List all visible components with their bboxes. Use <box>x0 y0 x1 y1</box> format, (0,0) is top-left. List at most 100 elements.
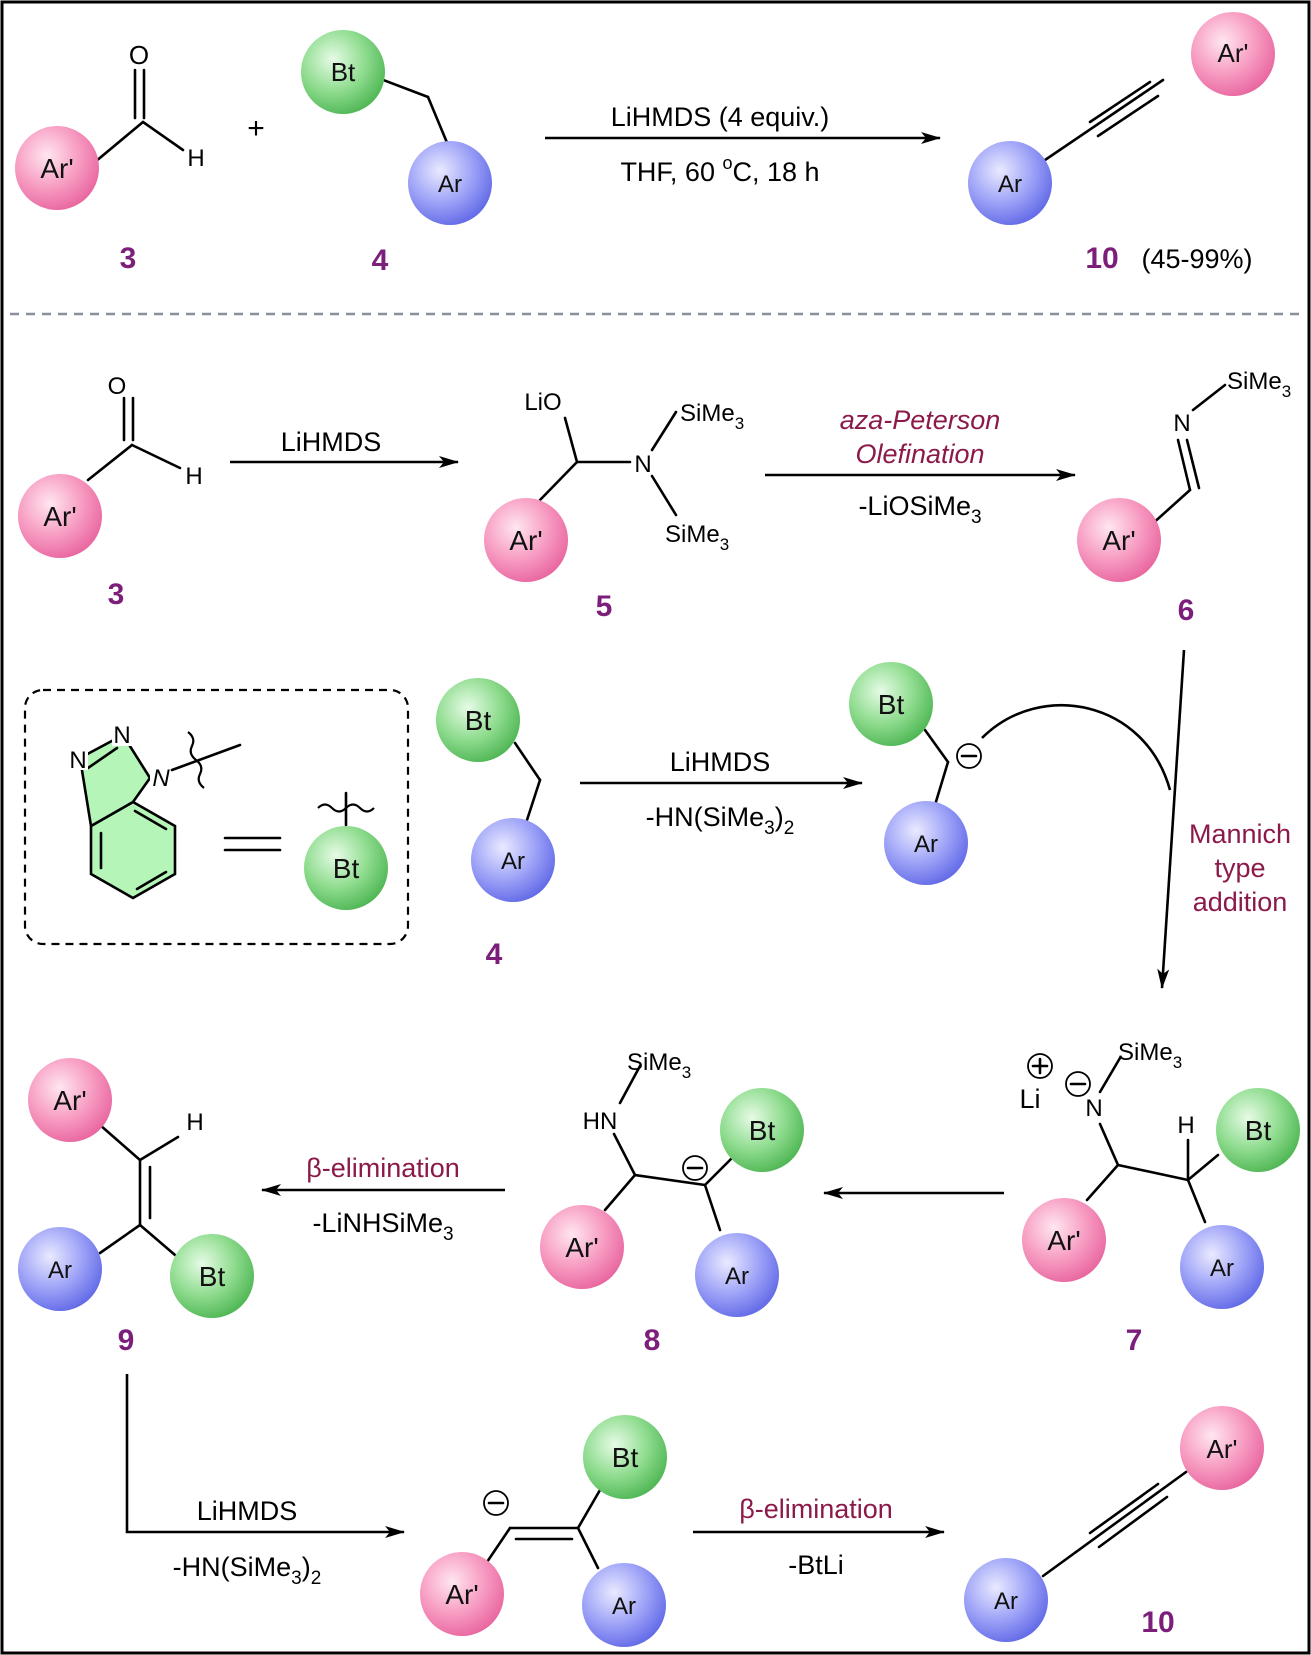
ar-prime-label: Ar' <box>1102 525 1135 556</box>
compound-number-3-top: 3 <box>120 242 137 275</box>
step3-byproduct: -HN(SiMe3)2 <box>646 802 795 839</box>
ar-prime-label: Ar' <box>43 501 76 532</box>
plus-sign: + <box>247 112 265 145</box>
ar-circle <box>471 818 555 902</box>
bt-label: Bt <box>465 705 492 736</box>
ar-circle <box>695 1233 779 1317</box>
bt-label: Bt <box>331 57 356 87</box>
step-beta1-byproduct: -LiNHSiMe3 <box>312 1208 453 1245</box>
intermediate-5: LiO N SiMe3 SiMe3 Ar' 5 <box>484 389 744 623</box>
top-product-10: Ar Ar' 10 (45-99%) <box>968 12 1275 275</box>
compound-number-6: 6 <box>1178 594 1195 627</box>
li-label: Li <box>1019 1084 1040 1114</box>
step2-byproduct: -LiOSiMe3 <box>858 491 981 528</box>
compound-number-3: 3 <box>108 578 125 611</box>
nitrogen-label: N <box>1085 1095 1102 1122</box>
compound-number-9: 9 <box>118 1324 135 1357</box>
ar-label: Ar <box>914 831 938 858</box>
wavy-bond-icon <box>187 731 205 789</box>
bt-circle <box>301 30 385 114</box>
compound-number-4: 4 <box>486 938 503 971</box>
top-arrow: LiHMDS (4 equiv.) THF, 60 oC, 18 h <box>545 102 941 187</box>
bt-label: Bt <box>333 853 360 884</box>
intermediate-8: SiMe3 HN Bt Ar' Ar 8 <box>540 1049 804 1357</box>
ar-prime-label: Ar' <box>445 1579 478 1610</box>
ar-label: Ar <box>1210 1255 1234 1282</box>
bt-circle <box>849 662 933 746</box>
ar-prime-circle <box>15 126 99 210</box>
reactant-4: Bt Ar 4 <box>436 678 555 971</box>
ar-prime-label: Ar' <box>565 1232 598 1263</box>
nitrogen-label: N <box>152 765 170 792</box>
bt-label: Bt <box>199 1261 226 1292</box>
n-label-bg <box>150 764 170 790</box>
sime3-label: SiMe3 <box>680 400 744 433</box>
ar-prime-circle <box>18 474 102 558</box>
bt-circle <box>170 1234 254 1318</box>
aldehyde-3: O H Ar' 3 <box>18 373 203 611</box>
olefination-label: Olefination <box>855 439 984 469</box>
benzotriazole-legend-box: N N N Bt <box>23 688 410 946</box>
ar-label: Ar <box>994 1588 1018 1615</box>
step5-reagent: LiHMDS <box>197 1496 298 1526</box>
mannich-line1: Mannich <box>1189 819 1291 849</box>
oxygen-label: O <box>108 373 127 400</box>
compound-number-10: 10 <box>1141 1606 1174 1639</box>
ar-prime-label: Ar' <box>1207 1434 1238 1464</box>
n-label-bg <box>68 746 88 770</box>
oxygen-label: O <box>129 40 149 70</box>
compound-number-7: 7 <box>1126 1324 1143 1357</box>
ar-label: Ar <box>501 848 525 875</box>
bt-circle <box>583 1415 667 1499</box>
arrow-step3: LiHMDS -HN(SiMe3)2 <box>580 747 863 839</box>
intermediate-7: Li N SiMe3 H Bt Ar' Ar 7 <box>1019 1039 1300 1357</box>
ar-prime-circle <box>1022 1198 1106 1282</box>
ar-prime-circle <box>1180 1406 1264 1490</box>
nitrogen-label: N <box>69 747 86 774</box>
compound-number-8: 8 <box>644 1324 661 1357</box>
wavy-bond-icon <box>317 803 375 813</box>
bt-circle <box>304 826 388 910</box>
lio-label: LiO <box>524 389 561 416</box>
bt-label: Bt <box>1245 1115 1272 1146</box>
step-beta2-byproduct: -BtLi <box>788 1550 844 1580</box>
step5-byproduct: -HN(SiMe3)2 <box>173 1552 322 1589</box>
compound-number-4-top: 4 <box>372 244 389 277</box>
ar-prime-label: Ar' <box>40 153 73 184</box>
beta-elimination-label: β-elimination <box>306 1153 460 1183</box>
nitrogen-label: N <box>634 451 651 478</box>
ar-prime-circle <box>28 1058 112 1142</box>
ar-label: Ar <box>612 1593 636 1620</box>
nitrogen-label: N <box>113 722 130 749</box>
compound-number-5: 5 <box>596 590 613 623</box>
ar-prime-label: Ar' <box>53 1085 86 1116</box>
imine-6: N SiMe3 Ar' 6 <box>1077 368 1291 627</box>
step3-reagent: LiHMDS <box>670 747 771 777</box>
hydrogen-label: H <box>187 145 204 172</box>
ar-label: Ar <box>998 171 1022 198</box>
top-yield: (45-99%) <box>1141 244 1252 274</box>
arrow-step2: aza-Peterson Olefination -LiOSiMe3 <box>765 405 1076 528</box>
aza-peterson-label: aza-Peterson <box>840 405 1001 435</box>
bt-circle <box>436 678 520 762</box>
arrow-step1: LiHMDS <box>230 427 459 468</box>
hydrogen-label: H <box>1177 1112 1194 1139</box>
sime3-label: SiMe3 <box>627 1049 691 1082</box>
product-10: Ar Ar' 10 <box>964 1406 1264 1642</box>
ar-prime-circle <box>1191 12 1275 96</box>
ar-label: Ar <box>725 1263 749 1290</box>
arrow-beta-elimination-1: β-elimination -LiNHSiMe3 <box>261 1153 505 1245</box>
ar-circle <box>1180 1225 1264 1309</box>
ar-circle <box>884 801 968 885</box>
top-aldehyde-3: O H Ar' 3 <box>15 40 205 275</box>
bt-circle <box>1216 1088 1300 1172</box>
curved-attack-arrow <box>981 704 1172 791</box>
ar-prime-circle <box>484 498 568 582</box>
ar-label: Ar <box>48 1257 72 1284</box>
ar-circle <box>968 141 1052 225</box>
hn-label: HN <box>583 1108 618 1135</box>
hydrogen-label: H <box>186 1109 203 1136</box>
top-reagent: LiHMDS (4 equiv.) <box>611 102 830 132</box>
